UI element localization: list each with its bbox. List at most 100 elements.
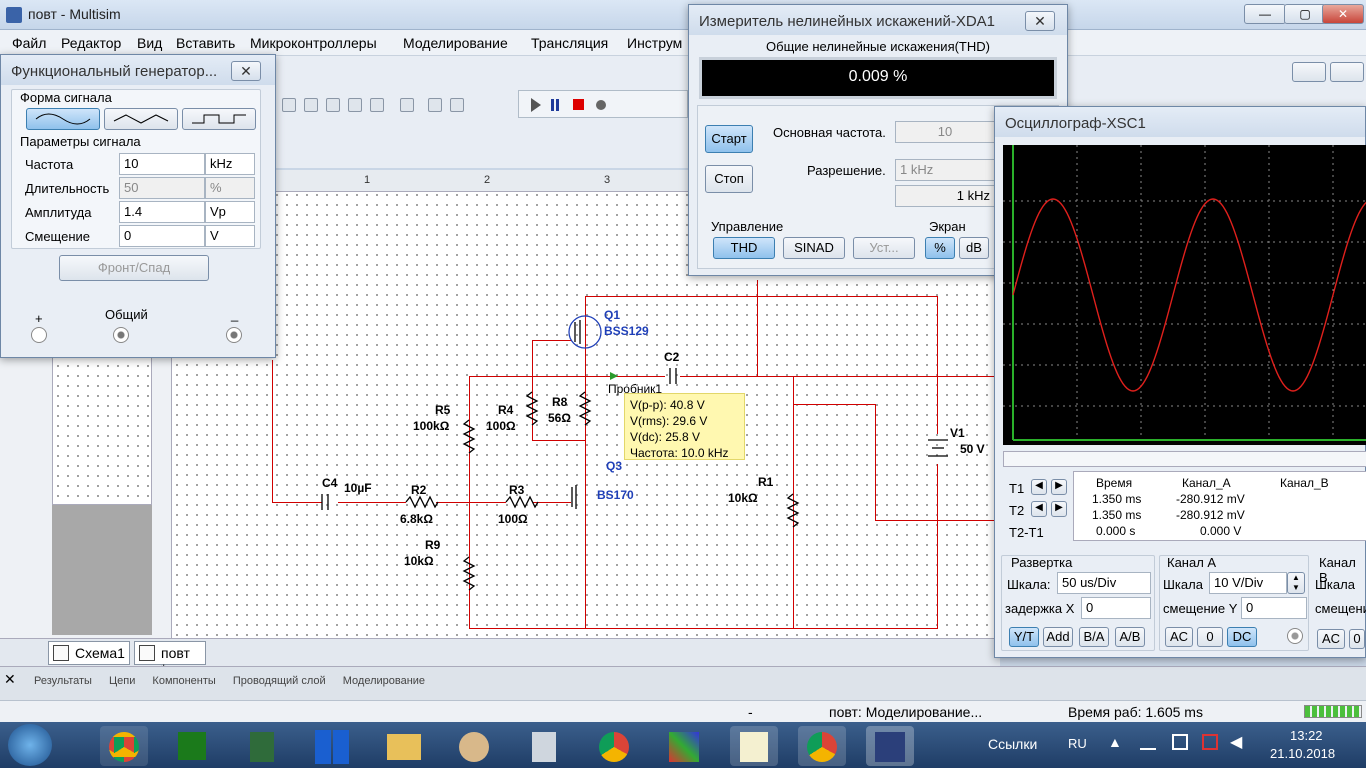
common-terminal[interactable] <box>113 327 129 343</box>
pause-icon[interactable] <box>551 99 554 111</box>
t1-right-arrow[interactable]: ▶ <box>1051 479 1067 495</box>
menu-insert[interactable]: Вставить <box>176 35 236 51</box>
amp-unit[interactable]: Vp <box>205 201 255 223</box>
links-label[interactable]: Ссылки <box>988 736 1038 752</box>
t1-left-arrow[interactable]: ◀ <box>1031 479 1047 495</box>
run-icon[interactable] <box>531 98 541 112</box>
tool-icon[interactable] <box>400 98 414 112</box>
chb-zero-button[interactable]: 0 <box>1349 629 1365 649</box>
paint-icon[interactable] <box>450 726 498 766</box>
tool-icon[interactable] <box>660 726 708 766</box>
plus-terminal[interactable] <box>31 327 47 343</box>
thd-button[interactable]: THD <box>713 237 775 259</box>
menu-view[interactable]: Вид <box>137 35 163 51</box>
freq-unit[interactable]: kHz <box>205 153 255 175</box>
cha-scale-spinner[interactable]: ▲▼ <box>1287 572 1305 594</box>
triangle-wave-button[interactable] <box>104 108 178 130</box>
db-button[interactable]: dB <box>959 237 989 259</box>
cha-scale-input[interactable]: 10 V/Div <box>1209 572 1287 594</box>
ab-button[interactable]: A/B <box>1115 627 1145 647</box>
chb-ac-button[interactable]: AC <box>1317 629 1345 649</box>
tab-results[interactable]: Результаты <box>34 675 92 687</box>
tool-icon[interactable] <box>282 98 296 112</box>
yt-button[interactable]: Y/T <box>1009 627 1039 647</box>
volume-icon[interactable]: ◀ <box>1230 734 1243 751</box>
xpos-input[interactable]: 0 <box>1081 597 1151 619</box>
cha-ypos-input[interactable]: 0 <box>1241 597 1307 619</box>
duty-label: Длительность <box>25 181 110 196</box>
close-icon[interactable]: ✕ <box>4 671 16 687</box>
t2-right-arrow[interactable]: ▶ <box>1051 501 1067 517</box>
tab-povt[interactable]: повт * <box>134 641 206 677</box>
signal-icon[interactable] <box>1140 734 1156 750</box>
close-button[interactable]: ✕ <box>1322 4 1364 24</box>
scope-scrollbar[interactable] <box>1003 451 1366 467</box>
tray-arrow-icon[interactable]: ▲ <box>1108 734 1122 750</box>
square-wave-button[interactable] <box>182 108 256 130</box>
start-button[interactable]: Старт <box>705 125 753 153</box>
calculator-icon[interactable] <box>520 726 568 766</box>
cha-zero-button[interactable]: 0 <box>1197 627 1223 647</box>
battery-icon[interactable] <box>1202 734 1218 750</box>
status-bar: - повт: Моделирование... Время раб: 1.60… <box>0 700 1366 722</box>
tab-simulation[interactable]: Моделирование <box>342 675 426 687</box>
clock-date[interactable]: 21.10.2018 <box>1270 746 1336 761</box>
tool-icon[interactable] <box>326 98 340 112</box>
chrome-icon[interactable] <box>100 726 148 766</box>
clock-time[interactable]: 13:22 <box>1290 728 1323 743</box>
maximize-button[interactable]: ▢ <box>1284 4 1326 24</box>
close-icon[interactable]: ✕ <box>231 61 261 81</box>
chrome-icon[interactable] <box>798 726 846 766</box>
cha-ac-button[interactable]: AC <box>1165 627 1193 647</box>
stop-button[interactable]: Стоп <box>705 165 753 193</box>
tool-icon[interactable] <box>370 98 384 112</box>
cha-terminal[interactable] <box>1287 628 1303 644</box>
offset-unit[interactable]: V <box>205 225 255 247</box>
tab-schema1[interactable]: Схема1 <box>48 641 130 665</box>
offset-input[interactable]: 0 <box>119 225 205 247</box>
tool-icon[interactable] <box>348 98 362 112</box>
t2-left-arrow[interactable]: ◀ <box>1031 501 1047 517</box>
cha-dc-button[interactable]: DC <box>1227 627 1257 647</box>
minimize-button[interactable]: — <box>1244 4 1286 24</box>
tab-layers[interactable]: Проводящий слой <box>232 675 326 687</box>
view-icon[interactable] <box>1292 62 1326 82</box>
tool-icon[interactable] <box>428 98 442 112</box>
tab-components[interactable]: Компоненты <box>152 675 216 687</box>
view-icon[interactable] <box>1330 62 1364 82</box>
part-ref: R8 <box>552 395 568 409</box>
add-button[interactable]: Add <box>1043 627 1073 647</box>
thd-display: 0.009 % <box>699 57 1057 99</box>
amd-icon[interactable] <box>168 726 216 766</box>
amp-input[interactable]: 1.4 <box>119 201 205 223</box>
app-icon[interactable] <box>238 726 286 766</box>
sinad-button[interactable]: SINAD <box>783 237 845 259</box>
chrome-icon[interactable] <box>590 726 638 766</box>
tb-scale-input[interactable]: 50 us/Div <box>1057 572 1151 594</box>
notepad-icon[interactable] <box>730 726 778 766</box>
minus-terminal[interactable] <box>226 327 242 343</box>
breakpoint-icon[interactable] <box>596 100 606 110</box>
menu-mcu[interactable]: Микроконтроллеры <box>250 35 377 51</box>
tool-icon[interactable] <box>304 98 318 112</box>
language-indicator[interactable]: RU <box>1068 736 1087 751</box>
tool-icon[interactable] <box>450 98 464 112</box>
tiles-icon[interactable] <box>308 726 356 766</box>
tab-nets[interactable]: Цепи <box>109 675 136 687</box>
sine-wave-button[interactable] <box>26 108 100 130</box>
stop-icon[interactable] <box>573 99 584 110</box>
freq-input[interactable]: 10 <box>119 153 205 175</box>
menu-transfer[interactable]: Трансляция <box>531 35 609 51</box>
multisim-icon[interactable] <box>866 726 914 766</box>
close-icon[interactable]: ✕ <box>1025 11 1055 31</box>
menu-simulate[interactable]: Моделирование <box>403 35 508 51</box>
folder-icon[interactable] <box>380 726 428 766</box>
menu-tools[interactable]: Инструм <box>627 35 683 51</box>
percent-button[interactable]: % <box>925 237 955 259</box>
network-icon[interactable] <box>1172 734 1188 750</box>
menu-file[interactable]: Файл <box>12 35 47 51</box>
channel-a-group <box>1159 555 1309 651</box>
start-button[interactable] <box>8 724 52 766</box>
menu-edit[interactable]: Редактор <box>61 35 122 51</box>
ba-button[interactable]: B/A <box>1079 627 1109 647</box>
